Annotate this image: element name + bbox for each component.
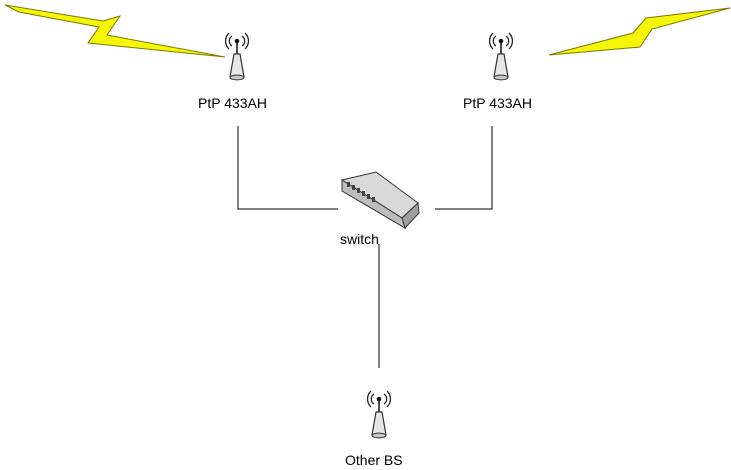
switch-label: switch [340, 231, 379, 247]
antenna-icon [366, 390, 392, 439]
link-right-radio-switch [435, 126, 493, 210]
lightning-bolt-icon [548, 7, 731, 56]
network-switch-icon [340, 171, 420, 230]
lightning-bolt-icon [4, 4, 226, 58]
radio-left-label: PtP 433AH [198, 95, 268, 111]
antenna-icon [224, 32, 250, 81]
antenna-icon [488, 32, 514, 81]
link-left-radio-switch [237, 126, 338, 210]
radio-right-label: PtP 433AH [463, 95, 533, 111]
other-bs-label: Other BS [345, 452, 403, 468]
